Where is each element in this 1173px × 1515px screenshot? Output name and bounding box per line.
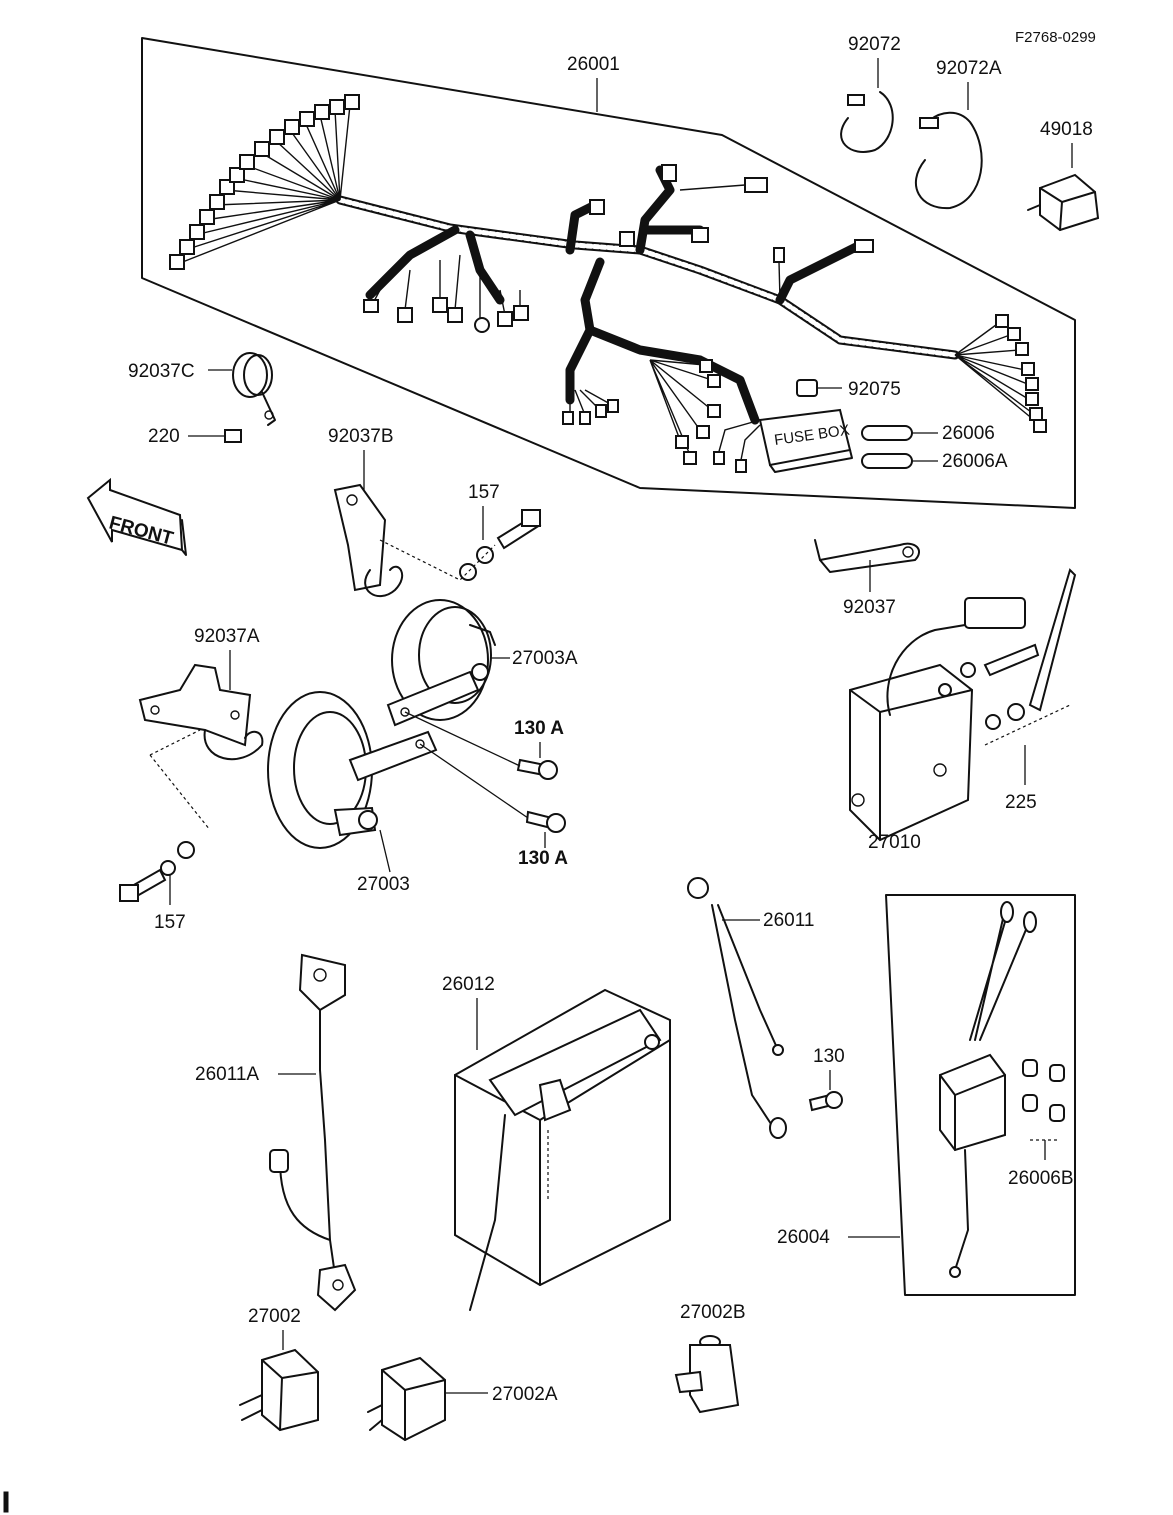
harness-lower-connectors — [363, 254, 529, 333]
horn-27003a: 27003A — [386, 599, 578, 727]
callout-92072a: 92072A — [936, 58, 1002, 79]
clamp-92072: 92072 — [840, 34, 901, 153]
callout-130: 130 — [813, 1046, 845, 1067]
wiring-harness-panel — [141, 37, 1076, 509]
lead-26011: 26011 — [687, 877, 814, 1139]
fuse-box: FUSE BOX — [713, 408, 853, 473]
callout-26006a: 26006A — [942, 451, 1008, 472]
callout-92037b: 92037B — [328, 426, 394, 447]
bolt-130: 130 — [808, 1046, 845, 1112]
harness-left-connectors — [169, 94, 360, 270]
callout-27002b: 27002B — [680, 1302, 746, 1323]
callout-27002: 27002 — [248, 1306, 301, 1327]
bracket-92037b: 92037B — [328, 426, 404, 597]
callout-27010: 27010 — [868, 832, 921, 853]
front-arrow-icon: FRONT — [86, 477, 187, 556]
callout-27002a: 27002A — [492, 1384, 558, 1405]
callout-92037a: 92037A — [194, 626, 260, 647]
drawing-code: F2768-0299 — [1015, 29, 1096, 46]
battery-26012: 26012 — [442, 974, 671, 1311]
callout-26012: 26012 — [442, 974, 495, 995]
harness-right-connectors — [954, 314, 1047, 433]
callout-92075: 92075 — [848, 379, 901, 400]
margin-mark — [3, 1491, 9, 1513]
callout-92037c: 92037C — [128, 361, 195, 382]
washer-225: 225 — [938, 568, 1077, 813]
bolt-220: 220 — [148, 426, 242, 447]
fuses-26006: 26006 26006A — [861, 423, 1008, 472]
relay-27002b: 27002B — [674, 1302, 746, 1414]
flasher-27002: 27002 — [239, 1306, 319, 1432]
callout-220: 220 — [148, 426, 180, 447]
flasher-27002a: 27002A — [367, 1356, 558, 1442]
fuse-holder-26004: 26006B 26004 — [777, 894, 1076, 1296]
callout-26006b: 26006B — [1008, 1168, 1074, 1189]
bolts-130a: 130 A 130 A — [404, 711, 568, 869]
callout-49018: 49018 — [1040, 119, 1093, 140]
callout-26006: 26006 — [942, 423, 995, 444]
callout-130a-bottom: 130 A — [518, 848, 568, 869]
washer-157-bottom: 157 — [119, 841, 195, 933]
callout-26011: 26011 — [763, 910, 814, 931]
callout-92037: 92037 — [843, 597, 896, 618]
relay-49018: 49018 — [1027, 119, 1100, 232]
bracket-92037a: 92037A — [138, 626, 264, 831]
bracket-92037c: 92037C — [128, 352, 276, 426]
callout-27003: 27003 — [357, 874, 410, 895]
washer-157-top: 157 — [379, 482, 542, 581]
lead-26011a: 26011A — [195, 953, 357, 1312]
harness-center-connectors — [562, 359, 721, 465]
horn-27003: 27003 — [267, 691, 438, 895]
callout-225: 225 — [1005, 792, 1037, 813]
callout-26004: 26004 — [777, 1227, 830, 1248]
callout-26001: 26001 — [567, 54, 620, 75]
callout-92072: 92072 — [848, 34, 901, 55]
callout-27003a: 27003A — [512, 648, 578, 669]
callout-157-top: 157 — [468, 482, 500, 503]
bracket-92037: 92037 — [814, 539, 920, 618]
callout-157-bottom: 157 — [154, 912, 186, 933]
regulator-27010: 27010 — [849, 597, 1026, 853]
fuse-cap-92075: 92075 — [796, 379, 901, 400]
callout-130a-top: 130 A — [514, 718, 564, 739]
clamp-92072a: 92072A — [914, 58, 1002, 210]
callout-26011a: 26011A — [195, 1064, 259, 1085]
